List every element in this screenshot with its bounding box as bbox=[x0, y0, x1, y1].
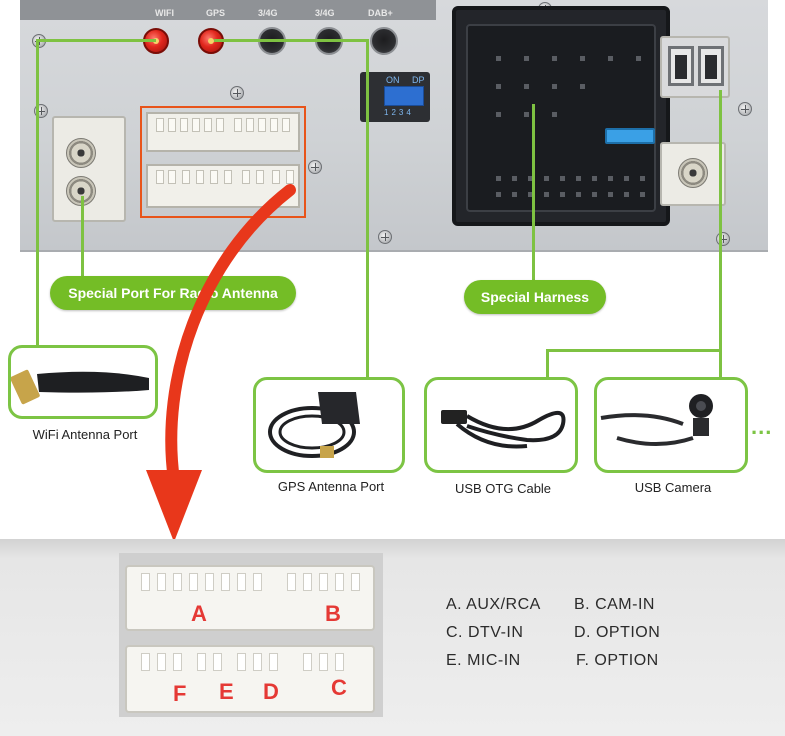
dab-port-label: DAB+ bbox=[368, 8, 393, 18]
wifi-callout-line bbox=[36, 39, 39, 347]
dip-on-label: ON bbox=[386, 75, 400, 85]
radio-antenna-socket bbox=[66, 138, 96, 168]
dab-port-hole bbox=[370, 27, 398, 55]
4g-port-label-1: 3/4G bbox=[258, 8, 278, 18]
wifi-antenna-card bbox=[8, 345, 158, 419]
screw-icon bbox=[308, 160, 322, 174]
radio-antenna-block bbox=[52, 116, 126, 222]
legend-item-c: C. DTV-IN bbox=[446, 624, 524, 641]
gps-callout-line bbox=[366, 39, 369, 377]
harness-callout: Special Harness bbox=[464, 280, 606, 314]
wifi-antenna-label: WiFi Antenna Port bbox=[32, 427, 138, 442]
usb-port-block bbox=[660, 36, 730, 98]
dip-numbers: 1234 bbox=[384, 108, 414, 117]
usb-cable-icon bbox=[441, 410, 566, 449]
radio-callout-line bbox=[81, 196, 84, 282]
connector-highlight bbox=[140, 106, 306, 218]
wifi-port-label: WIFI bbox=[155, 8, 174, 18]
more-accessories-indicator: ... bbox=[751, 414, 773, 439]
connector-plug-top: A B bbox=[125, 565, 375, 631]
usb-port-icon bbox=[698, 46, 724, 86]
camera-socket-block bbox=[660, 142, 726, 206]
usb-callout-line bbox=[546, 349, 722, 352]
dip-dp-label: DP bbox=[412, 75, 425, 85]
dip-switch: ON DP 1234 bbox=[360, 72, 430, 122]
head-unit-back-panel: WIFI GPS 3/4G 3/4G DAB+ ON DP 1234 bbox=[20, 0, 768, 252]
panel-top-strip bbox=[20, 0, 436, 20]
connector-letter-f: F bbox=[173, 681, 187, 706]
gps-port-label: GPS bbox=[206, 8, 226, 18]
legend-item-f: F. OPTION bbox=[576, 652, 659, 669]
arrow-down-icon bbox=[146, 184, 296, 542]
legend-item-a: A. AUX/RCA bbox=[446, 596, 541, 613]
usb-camera-label: USB Camera bbox=[634, 480, 712, 495]
screw-icon bbox=[230, 86, 244, 100]
gps-antenna-icon bbox=[268, 392, 360, 458]
connector-letter-e: E bbox=[219, 679, 234, 704]
screw-icon bbox=[378, 230, 392, 244]
connector-letter-b: B bbox=[325, 601, 341, 626]
usb-camera-card bbox=[594, 377, 748, 473]
wifi-callout-line bbox=[36, 39, 156, 42]
wiring-harness-socket bbox=[452, 6, 670, 226]
legend-item-d: D. OPTION bbox=[574, 624, 661, 641]
usb-otg-card bbox=[424, 377, 578, 473]
wifi-antenna-icon bbox=[10, 369, 149, 405]
connector-letter-a: A bbox=[191, 601, 207, 626]
usb-otg-label: USB OTG Cable bbox=[454, 481, 552, 496]
harness-callout-line bbox=[532, 104, 535, 284]
usb-callout-line bbox=[719, 90, 722, 380]
connector-plug-bottom: F E D C bbox=[125, 645, 375, 713]
gps-antenna-card bbox=[253, 377, 405, 473]
connector-letter-d: D bbox=[263, 679, 279, 704]
gps-callout-line bbox=[214, 39, 366, 42]
connector-row-top bbox=[146, 112, 300, 152]
usb-callout-line bbox=[546, 349, 549, 379]
dip-switch-body bbox=[384, 86, 424, 106]
4g-port-label-2: 3/4G bbox=[315, 8, 335, 18]
legend-item-b: B. CAM-IN bbox=[574, 596, 655, 613]
screw-icon bbox=[738, 102, 752, 116]
connector-closeup-photo: A B F E D C bbox=[119, 553, 383, 717]
fuse-icon bbox=[605, 128, 655, 144]
radio-antenna-callout: Special Port For Radio Antenna bbox=[50, 276, 296, 310]
legend-item-e: E. MIC-IN bbox=[446, 652, 521, 669]
camera-icon bbox=[600, 394, 713, 446]
connector-letter-c: C bbox=[331, 675, 347, 700]
connector-legend-section: A B F E D C A. AUX/RCA B. CAM-IN C. DTV-… bbox=[0, 539, 785, 736]
camera-socket-icon bbox=[678, 158, 708, 188]
usb-port-icon bbox=[668, 46, 694, 86]
gps-antenna-label: GPS Antenna Port bbox=[277, 479, 385, 494]
